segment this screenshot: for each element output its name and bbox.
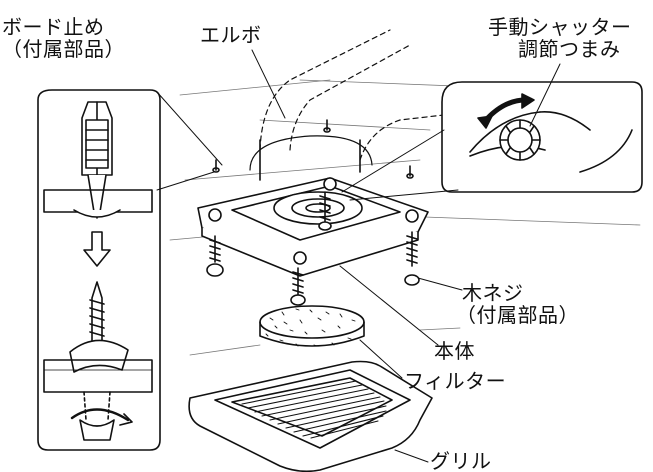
shutter-knob-label-line1: 手動シャッター: [488, 15, 632, 39]
board-stopper-callout: [37, 89, 223, 451]
board-stopper-anchor: [81, 101, 113, 219]
wood-screw-label-line1: 木ネジ: [462, 281, 524, 305]
elbow-duct: [259, 29, 471, 161]
grille-panel: [188, 360, 433, 472]
board-stopper-label-line1: ボード止め: [2, 15, 105, 39]
anchor-screw-installed: [43, 281, 153, 441]
label-leaders: [339, 265, 463, 463]
down-arrow-icon: [83, 231, 111, 267]
wood-screw-3: [290, 267, 306, 306]
wood-screw-2: [318, 191, 332, 231]
board-stopper-label: ボード止め （付属部品）: [2, 15, 125, 61]
wood-screw-label-line2: （付属部品）: [456, 303, 579, 327]
main-body-unit: [197, 177, 429, 277]
ceiling-holes: [212, 119, 414, 179]
wood-screw-4: [404, 231, 420, 286]
wood-screw-1: [206, 235, 224, 277]
board-slab-top: [43, 189, 153, 218]
shutter-knob-label-line2: 調節つまみ: [518, 37, 621, 61]
elbow-label: エルボ: [200, 23, 262, 47]
shutter-knob-label: 手動シャッター 調節つまみ: [488, 16, 632, 60]
elbow-leader: [251, 49, 286, 119]
grille-label: グリル: [430, 449, 492, 472]
shutter-knob-callout: [341, 81, 643, 201]
ceiling-opening: [249, 135, 373, 181]
wood-screw-label: 木ネジ （付属部品）: [456, 281, 579, 326]
filter-pad: [259, 305, 365, 347]
shutter-knob-leader: [529, 63, 561, 127]
filter-label: フィルター: [404, 369, 507, 393]
main-body-label: 本体: [434, 339, 475, 363]
board-stopper-label-line2: （付属部品）: [2, 37, 125, 61]
